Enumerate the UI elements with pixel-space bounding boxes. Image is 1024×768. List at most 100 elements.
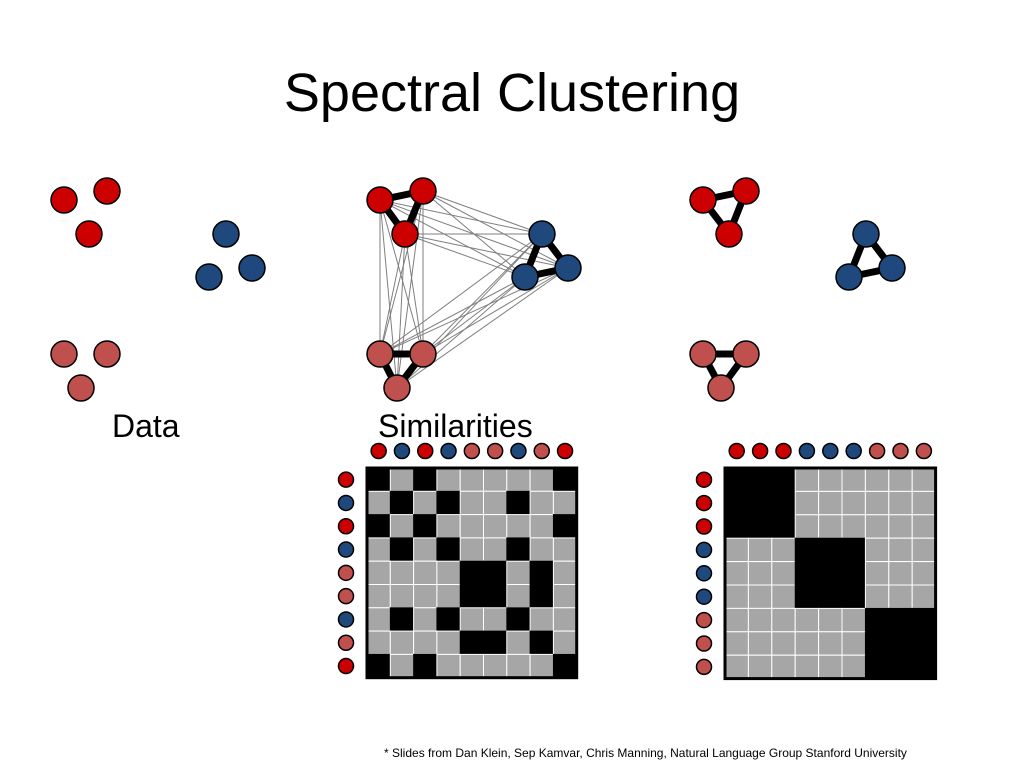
unsorted-matrix-cell [389, 607, 415, 632]
sorted-matrix-cell [911, 561, 937, 586]
unsorted-matrix-cell [552, 653, 578, 679]
sorted-matrix-row-marker [695, 518, 713, 535]
sorted-matrix-cell [794, 561, 820, 586]
weak-similarity-edge [422, 276, 526, 355]
unsorted-matrix-cell [506, 630, 531, 655]
sorted-matrix-cell [794, 490, 820, 516]
unsorted-matrix-cell [483, 630, 508, 655]
cluster-node-pink [707, 374, 735, 402]
sorted-matrix-column-marker [728, 442, 745, 460]
unsorted-matrix-cell [483, 607, 508, 632]
unsorted-matrix-cell [366, 653, 391, 679]
sorted-matrix-column-marker [845, 442, 862, 460]
sorted-matrix-cell [888, 654, 913, 680]
sorted-matrix-cell [864, 561, 890, 586]
sorted-matrix-cell [888, 584, 913, 609]
unsorted-matrix-cell [389, 560, 415, 586]
unsorted-matrix-cell [529, 653, 554, 679]
sorted-matrix-cell [724, 631, 749, 656]
data-point-pink [67, 374, 95, 402]
unsorted-matrix-cell [506, 467, 531, 492]
data-label: Data [112, 408, 180, 444]
sorted-matrix-row-marker [695, 541, 713, 559]
unsorted-matrix-column-marker [556, 442, 574, 460]
cluster-node-pink [732, 340, 760, 368]
unsorted-matrix-cell [459, 653, 485, 679]
sorted-matrix-cell [747, 654, 773, 680]
sorted-matrix-cell [724, 467, 749, 492]
weak-similarity-edge [404, 233, 526, 278]
cluster-node-blue [835, 263, 863, 291]
sorted-matrix-cell [771, 490, 796, 516]
unsorted-matrix-cell [506, 490, 531, 516]
unsorted-matrix-cell [459, 607, 485, 632]
unsorted-matrix-row-marker [337, 657, 355, 675]
sorted-matrix-cell [747, 561, 773, 586]
unsorted-matrix-cell [413, 560, 438, 586]
sorted-matrix-cell [771, 584, 796, 609]
unsorted-matrix-row-marker [337, 587, 355, 605]
unsorted-matrix-cell [459, 560, 485, 586]
sorted-matrix-cell [794, 631, 820, 656]
unsorted-matrix-border [365, 466, 579, 680]
unsorted-matrix-cell [366, 514, 391, 539]
cluster-node-blue [878, 254, 906, 282]
sorted-matrix-cell [888, 537, 913, 563]
sorted-matrix-cell [888, 490, 913, 516]
weak-similarity-edge [379, 190, 424, 355]
sorted-matrix-column-marker [868, 442, 886, 460]
sorted-matrix-cell [818, 584, 843, 609]
weak-similarity-edge [396, 267, 569, 389]
unsorted-matrix-column-marker [486, 442, 504, 460]
sorted-matrix-cell [841, 607, 866, 633]
weak-similarity-edge [404, 233, 569, 269]
similarity-graph-panel [366, 177, 582, 402]
sorted-matrix-row-marker [695, 588, 713, 605]
sorted-matrix-cell [771, 607, 796, 633]
unsorted-matrix-cell [506, 607, 531, 632]
sorted-matrix-cell [747, 537, 773, 563]
sorted-matrix-cell [864, 654, 890, 680]
sorted-matrix-row-marker [695, 471, 713, 488]
sorted-matrix-cell [794, 467, 820, 492]
unsorted-matrix-column-marker [393, 442, 411, 460]
sorted-matrix-cell [888, 607, 913, 633]
graph-node-red [391, 220, 419, 248]
sorted-matrix-cell [724, 514, 749, 539]
sorted-matrix-cell [818, 631, 843, 656]
weak-similarity-edge [422, 190, 543, 235]
data-panel [50, 177, 266, 402]
unsorted-matrix-cell [552, 607, 578, 632]
sorted-matrix-cell [841, 654, 866, 680]
sorted-matrix-cell [864, 584, 890, 609]
sorted-matrix-cell [888, 561, 913, 586]
graph-node-red [409, 177, 437, 205]
unsorted-matrix-row-marker [337, 611, 355, 628]
cluster-node-red [732, 177, 760, 205]
unsorted-matrix-cell [529, 490, 554, 516]
unsorted-matrix-row-marker [337, 564, 355, 582]
unsorted-matrix-cell [436, 584, 461, 609]
data-point-red [50, 186, 78, 214]
graph-node-pink [383, 374, 411, 402]
data-point-pink [50, 340, 78, 368]
sorted-matrix-cell [864, 631, 890, 656]
unsorted-matrix-cell [436, 630, 461, 655]
unsorted-matrix-cell [436, 537, 461, 562]
unsorted-matrix-cell [552, 560, 578, 586]
weak-similarity-edge [422, 233, 543, 355]
unsorted-matrix-cell [413, 653, 438, 679]
unsorted-matrix-column-marker [533, 442, 550, 460]
sorted-matrix-cell [818, 607, 843, 633]
sorted-matrix-cell [864, 467, 890, 492]
unsorted-matrix-cell [389, 653, 415, 679]
graph-node-red [366, 186, 394, 214]
unsorted-matrix-cell [436, 467, 461, 492]
unsorted-matrix-cell [366, 630, 391, 655]
unsorted-matrix-cell [413, 584, 438, 609]
sorted-matrix-cell [771, 631, 796, 656]
unsorted-matrix-cell [436, 560, 461, 586]
sorted-matrix-cell [724, 537, 749, 563]
sorted-matrix-cell [724, 607, 749, 633]
unsorted-matrix-cell [413, 537, 438, 562]
